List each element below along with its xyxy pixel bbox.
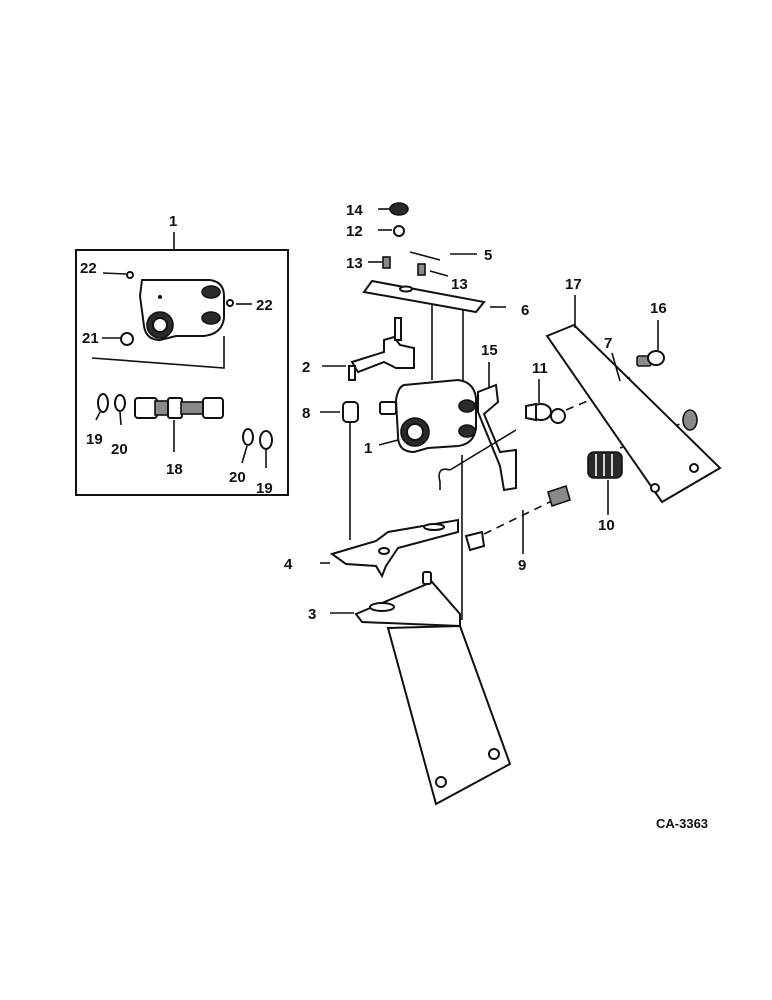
- link-15: [477, 383, 517, 492]
- callout-20-left: 20: [111, 441, 128, 458]
- inset-leader-body: [91, 336, 225, 369]
- callout-19-left: 19: [86, 431, 103, 448]
- pin-5: [409, 251, 441, 261]
- ring-20-left: [114, 394, 126, 412]
- bracket-2: [350, 335, 415, 374]
- valve-body-inset: [138, 279, 225, 342]
- spool-18: [134, 397, 224, 419]
- callout-4: 4: [284, 556, 293, 573]
- ring-19-left: [97, 393, 109, 413]
- ball-22-right: [226, 299, 234, 307]
- callout-7: 7: [604, 335, 612, 352]
- fitting-11: [525, 402, 566, 424]
- callout-10: 10: [598, 517, 615, 534]
- ring-19-right: [259, 430, 273, 450]
- callout-22-left: 22: [80, 260, 97, 277]
- spring-10: [587, 451, 623, 479]
- callout-12: 12: [346, 223, 363, 240]
- plate-6: [362, 279, 486, 314]
- callout-20-right: 20: [229, 469, 246, 486]
- screw-9-end: [464, 530, 486, 552]
- callout-16: 16: [650, 300, 667, 317]
- callout-6: 6: [521, 302, 529, 319]
- callout-18: 18: [166, 461, 183, 478]
- screw-13-right: [417, 263, 426, 276]
- bushing-8: [342, 401, 359, 423]
- callout-5: 5: [484, 247, 492, 264]
- nut-14: [389, 202, 409, 216]
- inset-assembly: [75, 232, 289, 496]
- callout-15: 15: [481, 342, 498, 359]
- valve-body: [379, 378, 477, 454]
- callout-14: 14: [346, 202, 363, 219]
- inset-frame: [75, 249, 289, 496]
- callout-1: 1: [169, 213, 177, 230]
- callout-3: 3: [308, 606, 316, 623]
- callout-22-right: 22: [256, 297, 273, 314]
- callout-8: 8: [302, 405, 310, 422]
- plug-21: [120, 332, 134, 346]
- diagram-code: CA-3363: [656, 816, 708, 831]
- ball-22-left: [126, 271, 134, 279]
- main-assembly: [95, 202, 722, 806]
- callout-labels: 1 22 22 21 19 20 18 20 19 14 12 13 13 5 …: [80, 202, 708, 831]
- plate-3-lower: [386, 624, 512, 806]
- callout-19-right: 19: [256, 480, 273, 497]
- plate-3: [354, 580, 461, 628]
- plate-4: [329, 518, 459, 579]
- callout-2: 2: [302, 359, 310, 376]
- pin-16: [636, 350, 665, 367]
- washer-12: [393, 225, 405, 237]
- callout-9: 9: [518, 557, 526, 574]
- plate-17: [545, 323, 722, 504]
- callout-11: 11: [532, 360, 548, 377]
- callout-17: 17: [565, 276, 582, 293]
- callout-21: 21: [82, 330, 99, 347]
- screw-13-left: [382, 256, 391, 269]
- callout-13-right: 13: [451, 276, 468, 293]
- callout-13-left: 13: [346, 255, 363, 272]
- ring-20-right: [242, 428, 254, 446]
- callout-1-main: 1: [364, 440, 372, 457]
- screw-9: [547, 484, 571, 508]
